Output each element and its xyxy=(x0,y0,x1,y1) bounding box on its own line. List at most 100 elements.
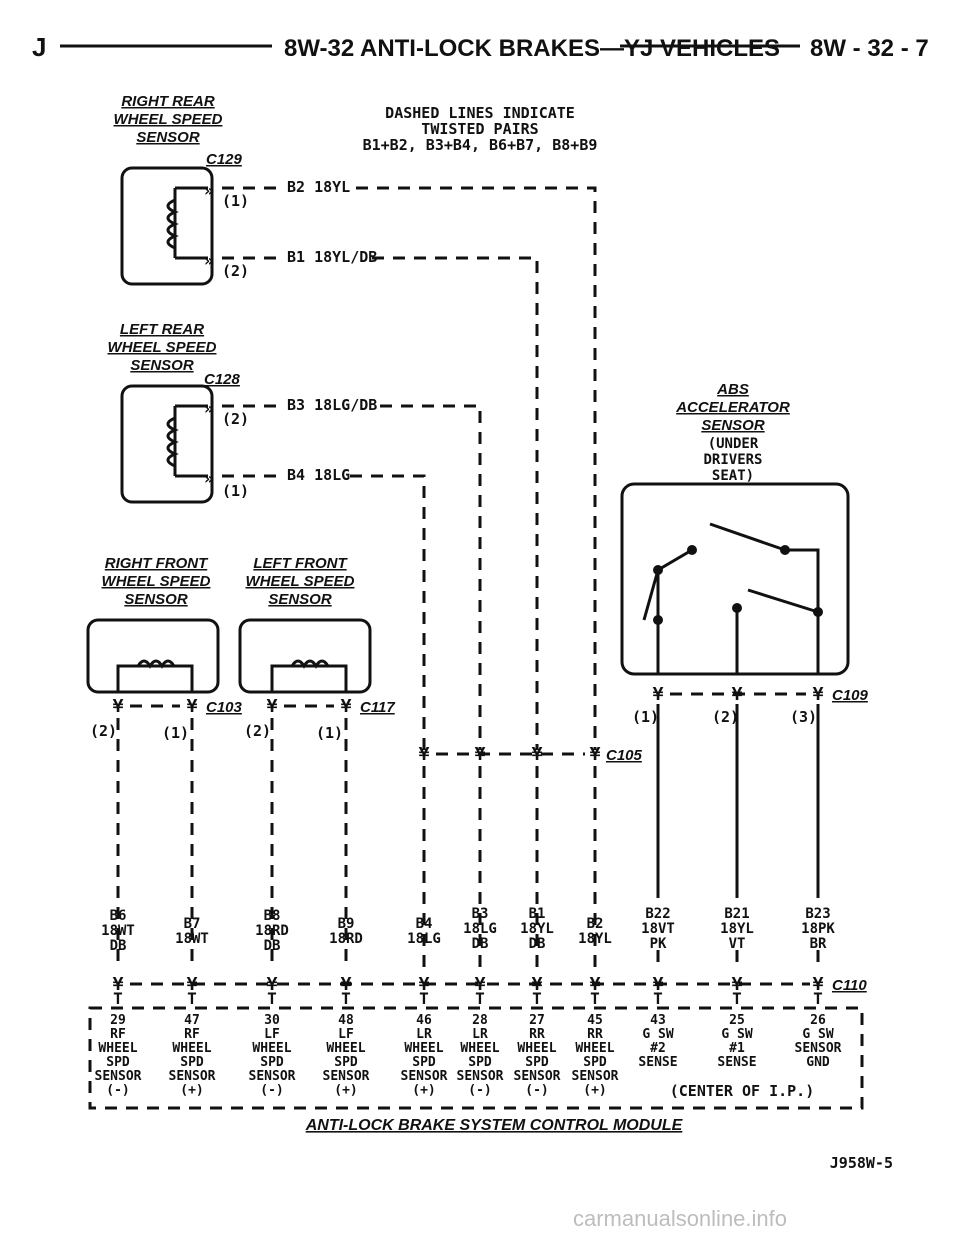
lf-connector-a-icon: ¥ xyxy=(267,696,278,717)
wire-b8-spec: 18RD xyxy=(255,923,289,939)
c110-label: C110 xyxy=(832,977,867,994)
module-pin-30-l5: (-) xyxy=(260,1083,283,1098)
header-title: 8W-32 ANTI-LOCK BRAKES—YJ VEHICLES xyxy=(284,35,780,62)
lr-title-1: LEFT REAR xyxy=(120,321,204,338)
module-pin-27-num: 27 xyxy=(529,1013,545,1028)
module-pin-48-l5: (+) xyxy=(334,1083,357,1098)
module-location: (CENTER OF I.P.) xyxy=(670,1082,815,1100)
lr-coil-terminals xyxy=(175,404,208,478)
module-pin-28-l4: SENSOR xyxy=(457,1069,504,1084)
lf-title-3: SENSOR xyxy=(268,591,332,608)
module-pin-45-l2: WHEEL xyxy=(575,1041,614,1056)
module-pin-28-num: 28 xyxy=(472,1013,488,1028)
wire-b22-spec: 18VT xyxy=(641,921,675,937)
module-pin-47-l4: SENSOR xyxy=(169,1069,216,1084)
accel-pin-3: (3) xyxy=(790,708,817,726)
rf-pin-b: (1) xyxy=(162,724,189,742)
rr-coil-terminals xyxy=(175,186,208,260)
module-pin-29-l3: SPD xyxy=(106,1055,130,1070)
module-pin-29-l5: (-) xyxy=(106,1083,129,1098)
connector-c110: C110 xyxy=(130,977,867,994)
rf-title-1: RIGHT FRONT xyxy=(105,555,209,572)
wire-b6-color: DB xyxy=(110,938,127,954)
header-left: J xyxy=(32,32,46,62)
module-pin-47-l3: SPD xyxy=(180,1055,204,1070)
connector-c105: ¥ ¥ ¥ ¥ C105 xyxy=(419,744,643,970)
module-pin-27-l1: RR xyxy=(529,1027,545,1042)
c110-pin-10-mate-icon: Т xyxy=(732,989,742,1008)
accel-sensor-body xyxy=(620,482,850,676)
module-pin-29-num: 29 xyxy=(110,1013,126,1028)
accel-note-3: SEAT) xyxy=(712,468,754,484)
module-pin-27-l5: (-) xyxy=(525,1083,548,1098)
module-pin-25-l2: #1 xyxy=(729,1041,745,1056)
rf-connector-label: C103 xyxy=(206,699,243,716)
wire-b1-spec: 18YL xyxy=(520,921,554,937)
module-pin-25-l3: SENSE xyxy=(717,1055,756,1070)
lf-connector-b-icon: ¥ xyxy=(341,696,352,717)
module-pin-47-num: 47 xyxy=(184,1013,200,1028)
module-pin-29-l4: SENSOR xyxy=(95,1069,142,1084)
wire-b21-color: VT xyxy=(729,936,746,952)
module-pin-46-l4: SENSOR xyxy=(401,1069,448,1084)
lf-pin-a: (2) xyxy=(244,722,271,740)
c105-pin-b1-icon: ¥ xyxy=(532,744,543,765)
rr-sensor-body xyxy=(120,166,214,286)
lr-pin-b: (1) xyxy=(222,482,249,500)
c110-pin-1-mate-icon: Т xyxy=(113,989,123,1008)
module-pin-43-l2: #2 xyxy=(650,1041,666,1056)
module-pin-48-num: 48 xyxy=(338,1013,354,1028)
header-page-number: 8W - 32 - 7 xyxy=(810,35,929,62)
wire-labels: B6 18WT DB B7 18WT B8 18RD DB B9 18RD B4… xyxy=(101,906,835,954)
accel-note-2: DRIVERS xyxy=(703,452,762,468)
left-rear-sensor: LEFT REAR WHEEL SPEED SENSOR C128 » » (2… xyxy=(108,321,482,750)
c110-pin-6-mate-icon: Т xyxy=(475,989,485,1008)
c110-pin-11-icon: ¥ xyxy=(813,974,824,995)
module-pin-45-num: 45 xyxy=(587,1013,603,1028)
rf-pin-a: (2) xyxy=(90,722,117,740)
c105-pin-b4-icon: ¥ xyxy=(419,744,430,765)
g-switch-3-contact xyxy=(813,607,823,617)
wire-b4-spec: 18LG xyxy=(407,931,441,947)
module-pin-26-l1: G SW xyxy=(802,1027,833,1042)
wire-b4-run xyxy=(350,474,426,750)
g-switch-2-blade xyxy=(642,569,660,621)
module-pin-27-l3: SPD xyxy=(525,1055,549,1070)
figure-id: J958W-5 xyxy=(830,1154,893,1172)
c109-pin-3-icon: ¥ xyxy=(813,684,824,705)
c110-pin-4-icon: ¥ xyxy=(341,974,352,995)
module-pin-26-l2: SENSOR xyxy=(795,1041,842,1056)
rr-pin-a: (1) xyxy=(222,192,249,210)
accel-pin-1: (1) xyxy=(632,708,659,726)
c109-pin-1-icon: ¥ xyxy=(653,684,664,705)
wire-b7-spec: 18WT xyxy=(175,931,209,947)
rr-title-2: WHEEL SPEED xyxy=(114,111,223,128)
module-pin-45-l5: (+) xyxy=(583,1083,606,1098)
module-pin-28-l3: SPD xyxy=(468,1055,492,1070)
wire-b8-color: DB xyxy=(264,938,281,954)
c110-pin-5-icon: ¥ xyxy=(419,974,430,995)
module-pin-47-l1: RF xyxy=(184,1027,200,1042)
rr-wire-a-label: B2 18YL xyxy=(287,178,350,196)
rr-pin-a-mark: » xyxy=(204,181,214,200)
module-pin-30-num: 30 xyxy=(264,1013,280,1028)
module-pins: 29RFWHEELSPDSENSOR(-)47RFWHEELSPDSENSOR(… xyxy=(95,1013,842,1098)
lf-title-2: WHEEL SPEED xyxy=(246,573,355,590)
module-pin-29-l2: WHEEL xyxy=(98,1041,137,1056)
module-title: ANTI-LOCK BRAKE SYSTEM CONTROL MODULE xyxy=(305,1117,684,1134)
module-pin-47-l2: WHEEL xyxy=(172,1041,211,1056)
page-header: J 8W-32 ANTI-LOCK BRAKES—YJ VEHICLES 8W … xyxy=(32,32,929,62)
lr-title-3: SENSOR xyxy=(130,357,194,374)
abs-accelerator-sensor: ABS ACCELERATOR SENSOR (UNDER DRIVERS SE… xyxy=(620,381,869,970)
module-pin-43-num: 43 xyxy=(650,1013,666,1028)
g-switch-2-icon xyxy=(656,548,693,620)
lr-connector-label: C128 xyxy=(204,371,241,388)
c110-pin-9-icon: ¥ xyxy=(653,974,664,995)
c110-pin-11-mate-icon: Т xyxy=(813,989,823,1008)
module-pin-29-l1: RF xyxy=(110,1027,126,1042)
g-switch-1-return xyxy=(785,548,820,674)
watermark: carmanualsonline.info xyxy=(573,1206,787,1231)
wire-b21-spec: 18YL xyxy=(720,921,754,937)
module-pin-26-num: 26 xyxy=(810,1013,826,1028)
lr-wire-b-label: B4 18LG xyxy=(287,466,350,484)
